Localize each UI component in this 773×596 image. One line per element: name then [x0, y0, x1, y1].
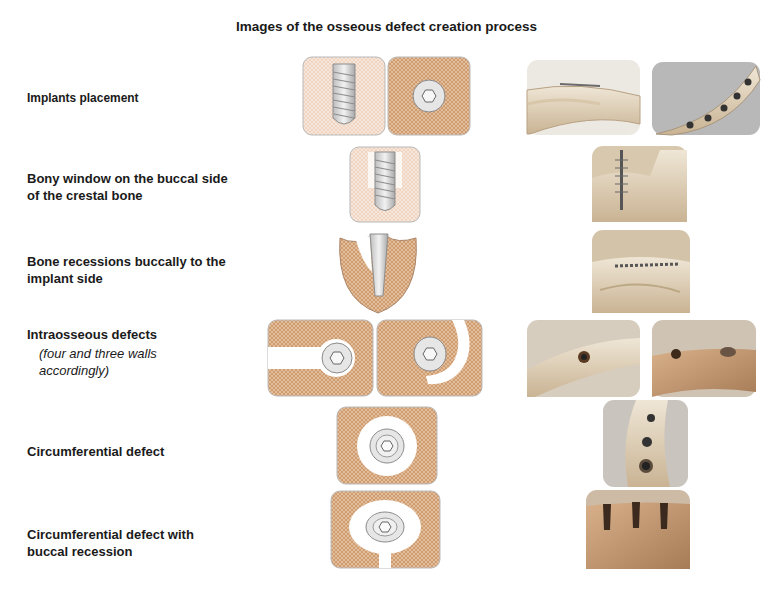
row-label: Implants placement: [27, 90, 277, 107]
four-wall-defect-schematic-part: [268, 347, 322, 369]
bony-window-schematic-part: [375, 160, 395, 199]
bony-window-schematic-part: [375, 152, 395, 211]
bony-window-schematic-part: [350, 147, 420, 222]
photo-three-wall-defect: [652, 320, 756, 397]
photo-bony-window: [592, 146, 687, 222]
row-note: (four and three walls accordingly): [39, 346, 209, 379]
photo-circumferential-recession: [586, 490, 690, 569]
row-label: Bony window on the buccal side of the cr…: [27, 171, 232, 204]
implant-top-schematic-part: [422, 90, 436, 102]
row-label: Intraosseous defects: [27, 327, 247, 344]
circumferential-recession-schematic-part: [379, 548, 391, 568]
photo-bone-recession-part: [615, 264, 680, 266]
photo-bony-window-part: [592, 146, 687, 222]
photo-circumferential-defect: [603, 400, 688, 487]
photo-implants-top-part: [721, 105, 728, 112]
three-wall-defect-schematic: [377, 320, 482, 396]
photo-implants-top-part: [656, 66, 760, 135]
photo-implants-side-part: [528, 100, 600, 104]
circumferential-recession-schematic-part: [366, 512, 404, 542]
circumferential-defect-schematic: [337, 407, 437, 484]
photo-three-wall-defect-part: [720, 347, 736, 357]
photo-four-wall-defect-part: [527, 338, 640, 397]
circumferential-defect-schematic-part: [357, 416, 417, 476]
figure-title: Images of the osseous defect creation pr…: [0, 19, 773, 34]
row-label: Bone recessions buccally to the implant …: [27, 254, 227, 287]
photo-implants-top-part: [652, 62, 760, 135]
circumferential-recession-schematic-part: [349, 500, 421, 554]
photo-circumferential-defect-part: [642, 437, 652, 447]
photo-bony-window-part: [620, 150, 623, 210]
circumferential-defect-schematic-part: [337, 407, 437, 484]
photo-three-wall-defect-part: [652, 320, 756, 397]
circumferential-recession-schematic-part: [373, 518, 397, 536]
photo-implants-top-part: [734, 93, 741, 100]
photo-circumferential-defect-part: [639, 459, 653, 473]
photo-bony-window-part: [615, 160, 628, 192]
photo-implants-side-part: [527, 86, 640, 134]
implant-side-schematic: [303, 57, 385, 135]
photo-implants-top-part: [687, 122, 694, 129]
circumferential-defect-schematic-part: [376, 435, 398, 457]
photo-circumferential-recession-part: [603, 504, 611, 530]
photo-implants-side: [527, 60, 640, 135]
photo-bone-recession-part: [592, 257, 690, 313]
four-wall-defect-schematic: [268, 320, 373, 396]
photo-circumferential-defect-part: [625, 400, 670, 487]
photo-circumferential-recession-part: [660, 503, 668, 529]
photo-circumferential-defect-part: [642, 462, 650, 470]
photo-four-wall-defect: [527, 320, 640, 397]
photo-four-wall-defect-part: [578, 351, 590, 363]
three-wall-defect-schematic-part: [423, 348, 437, 360]
implant-top-schematic: [388, 57, 470, 135]
photo-circumferential-recession-part: [586, 502, 690, 569]
bone-recession-schematic: [340, 234, 417, 313]
photo-circumferential-defect-part: [603, 400, 688, 487]
circumferential-defect-schematic-part: [381, 441, 393, 451]
photo-implants-top-part: [705, 115, 712, 122]
photo-four-wall-defect-part: [581, 354, 587, 360]
photo-bony-window-part: [592, 150, 687, 222]
photo-implants-side-part: [560, 84, 600, 86]
implant-top-schematic-part: [388, 57, 470, 135]
circumferential-recession-schematic-part: [331, 491, 440, 568]
three-wall-defect-schematic-part: [414, 337, 446, 371]
four-wall-defect-schematic-part: [330, 352, 344, 364]
photo-circumferential-defect-part: [647, 414, 655, 422]
photo-four-wall-defect-part: [527, 320, 640, 397]
four-wall-defect-schematic-part: [322, 343, 352, 373]
photo-three-wall-defect-part: [652, 349, 756, 397]
implant-side-schematic-part: [303, 57, 385, 135]
four-wall-defect-schematic-part: [268, 320, 373, 396]
photo-implants-top-part: [745, 79, 752, 86]
photo-implants-side-part: [527, 60, 640, 135]
bone-recession-schematic-part: [370, 234, 388, 296]
photo-three-wall-defect-part: [671, 349, 681, 359]
photo-bone-recession-part: [600, 284, 680, 292]
three-wall-defect-schematic-part: [377, 320, 482, 396]
four-wall-defect-schematic-part: [317, 339, 355, 377]
photo-bone-recession: [592, 230, 690, 313]
row-label: Circumferential defect: [27, 444, 252, 461]
photo-implants-top: [652, 62, 760, 135]
photo-circumferential-recession-part: [586, 490, 690, 569]
circumferential-recession-schematic: [331, 491, 440, 568]
circumferential-defect-schematic-part: [370, 429, 404, 463]
implant-side-schematic-part: [333, 72, 355, 118]
photo-bone-recession-part: [592, 230, 690, 313]
photo-circumferential-recession-part: [632, 502, 640, 528]
implant-side-schematic-part: [333, 64, 355, 124]
bony-window-schematic: [350, 147, 420, 222]
circumferential-recession-schematic-part: [379, 522, 391, 532]
bone-recession-schematic-part: [356, 236, 372, 272]
row-label: Circumferential defect with buccal reces…: [27, 527, 232, 560]
implant-top-schematic-part: [413, 80, 445, 112]
